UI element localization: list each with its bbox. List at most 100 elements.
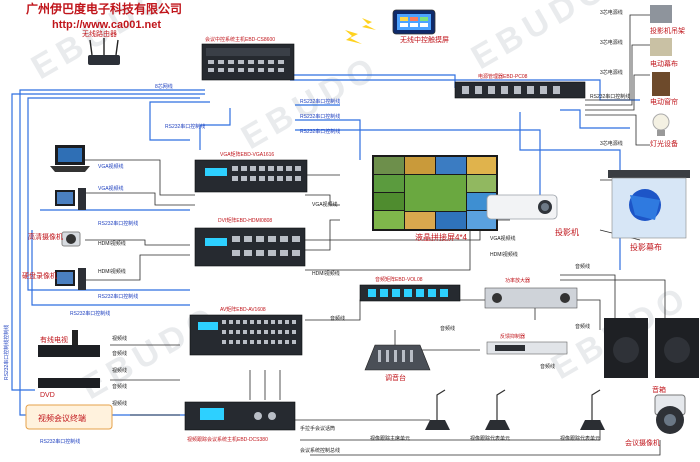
ptz-camera-label: 会议摄像机: [625, 438, 660, 447]
svg-text:音频线: 音频线: [540, 363, 555, 370]
svg-text:音频线: 音频线: [575, 323, 590, 330]
curtain-device: 电动窗帘: [650, 72, 678, 106]
suppressor-label: 反馈抑制器: [500, 333, 525, 340]
speaker-left: [604, 318, 648, 378]
svg-text:VGA视频线: VGA视频线: [98, 163, 124, 170]
svg-text:RS232串口控制线: RS232串口控制线: [300, 98, 340, 105]
svg-text:RS232串口控制线: RS232串口控制线: [590, 93, 630, 100]
svg-text:视像跟踪主席单元: 视像跟踪主席单元: [370, 435, 410, 442]
vga-matrix: VGA矩阵EBD-VGA1616: [194, 151, 308, 193]
set-top-box: 有线电视: [38, 330, 100, 357]
audio-matrix: 音频矩阵EBD-VOL08: [359, 276, 461, 302]
svg-text:HDMI视频线: HDMI视频线: [490, 251, 518, 258]
mic-delegate-unit-2: 视像跟踪代表单元: [560, 389, 605, 442]
av-matrix: AV矩阵EBD-AV1608: [189, 306, 303, 356]
watermark: EBUDO: [465, 0, 616, 77]
wireless-touch-panel: 无线中控触摸屏: [392, 9, 449, 44]
svg-text:音频线: 音频线: [112, 383, 127, 390]
svg-text:VGA视频线: VGA视频线: [312, 201, 338, 208]
wireless-panel-label: 无线中控触摸屏: [400, 35, 449, 44]
screen-lift-label: 投影机吊架: [650, 26, 685, 35]
desktop-pc: VGA视频线: [55, 185, 124, 210]
video-wall-label: 液晶拼接屏4*4: [415, 232, 468, 242]
av-matrix-label: AV矩阵EBD-AV1608: [220, 306, 266, 313]
svg-text:RS232串口控制线: RS232串口控制线: [98, 293, 138, 300]
dvd-player: DVD: [38, 378, 100, 399]
svg-text:VGA视频线: VGA视频线: [490, 235, 516, 242]
central-control-label: 会议中控系统主机EBD-CS8600: [205, 36, 275, 43]
mixer: 调音台: [364, 344, 431, 382]
svg-text:3芯电源线: 3芯电源线: [600, 140, 623, 147]
svg-text:手拉手会议话筒: 手拉手会议话筒: [300, 425, 335, 432]
svg-text:音频线: 音频线: [440, 325, 455, 332]
svg-text:RS232串口控制线: RS232串口控制线: [300, 113, 340, 120]
svg-text:HDMI视频线: HDMI视频线: [312, 270, 340, 277]
camera-host-label: 视频跟踪会议系统主机EBD-DCS380: [187, 436, 268, 443]
svg-text:HDMI视频线: HDMI视频线: [98, 240, 126, 247]
svg-text:音频线: 音频线: [330, 315, 345, 322]
svg-text:8芯网线: 8芯网线: [155, 83, 173, 90]
curtain-label: 电动窗帘: [650, 97, 678, 106]
wireless-signal-icon: [345, 18, 376, 44]
svg-text:HDMI视频线: HDMI视频线: [98, 268, 126, 275]
projector-lift-device: 电动幕布: [650, 38, 678, 68]
svg-text:VGA视频线: VGA视频线: [98, 185, 124, 192]
light-device: 灯光设备: [650, 113, 678, 148]
svg-text:RS232串口控制线: RS232串口控制线: [300, 128, 340, 135]
watermark-layer: EBUDO EBUDO EBUDO EBUDO EBUDO: [25, 0, 696, 407]
svg-text:视频线: 视频线: [112, 400, 127, 407]
svg-text:视频线: 视频线: [112, 335, 127, 342]
amplifier-label: 功率放大器: [505, 277, 530, 284]
hd-camera: 高清摄像机 HDMI视频线: [28, 231, 126, 247]
svg-text:视频线: 视频线: [112, 367, 127, 374]
svg-text:音频线: 音频线: [112, 350, 127, 357]
speaker-right: [655, 318, 699, 378]
svg-text:会议系统控制总线: 会议系统控制总线: [300, 447, 340, 454]
recorder-label: 硬盘录像机: [22, 271, 57, 280]
projector-screen: 投影幕布: [608, 170, 690, 252]
ptz-camera: 会议摄像机: [625, 394, 686, 447]
power-manager-label: 电源管理器EBD-PC08: [478, 73, 528, 80]
audio-matrix-label: 音频矩阵EBD-VOL08: [375, 276, 423, 283]
dvd-label: DVD: [40, 392, 55, 399]
stb-label: 有线电视: [40, 335, 68, 344]
power-manager: 电源管理器EBD-PC08: [454, 73, 586, 99]
svg-text:音频线: 音频线: [575, 263, 590, 270]
vga-matrix-label: VGA矩阵EBD-VGA1616: [220, 151, 274, 158]
dvi-matrix-label: DVI矩阵EBD-HDMI0808: [218, 217, 272, 224]
svg-text:视像跟踪代表单元: 视像跟踪代表单元: [560, 435, 600, 442]
wireless-router: 无线路由器: [82, 29, 120, 65]
hd-camera-label: 高清摄像机: [28, 232, 63, 241]
amplifier: 功率放大器: [484, 277, 578, 309]
wireless-router-label: 无线路由器: [82, 29, 117, 38]
camera-tracking-host: 视频跟踪会议系统主机EBD-DCS380: [184, 401, 296, 443]
dvi-matrix: DVI矩阵EBD-HDMI0808: [194, 217, 306, 267]
company-url[interactable]: http://www.ca001.net: [52, 19, 161, 31]
svg-text:3芯电源线: 3芯电源线: [600, 69, 623, 76]
screen-lift-device: 投影机吊架: [650, 5, 685, 35]
company-name: 广州伊巴度电子科技有限公司: [26, 1, 182, 16]
lift-label: 电动幕布: [650, 59, 678, 68]
video-conference-label: 视频会议终端: [38, 413, 86, 423]
screen-label: 投影幕布: [630, 242, 662, 252]
projector: 投影机: [486, 194, 579, 237]
svg-text:RS232串口控制线: RS232串口控制线: [98, 220, 138, 227]
video-conference-terminal: 视频会议终端: [25, 404, 113, 430]
laptop: VGA视频线: [50, 145, 124, 172]
central-control-host: 会议中控系统主机EBD-CS8600: [201, 36, 295, 81]
svg-text:RS232串口控制线: RS232串口控制线: [70, 310, 110, 317]
hdmi-source-pc: 硬盘录像机 HDMI视频线: [22, 268, 126, 290]
svg-text:RS232串口控制线: RS232串口控制线: [165, 123, 205, 130]
mixer-label: 调音台: [385, 373, 406, 382]
svg-text:3芯电源线: 3芯电源线: [600, 9, 623, 16]
svg-text:RS232串口控制线: RS232串口控制线: [40, 438, 80, 445]
feedback-suppressor: 反馈抑制器: [486, 333, 568, 355]
mic-chair-unit: 视像跟踪主席单元: [370, 389, 450, 442]
svg-text:视像跟踪代表单元: 视像跟踪代表单元: [470, 435, 510, 442]
speaker-label: 音箱: [652, 385, 666, 394]
svg-text:3芯电源线: 3芯电源线: [600, 39, 623, 46]
left-vertical-label: RS232串口控制线控制线: [3, 325, 10, 380]
video-wall: 液晶拼接屏4*4: [372, 155, 498, 242]
projector-label: 投影机: [555, 227, 579, 237]
